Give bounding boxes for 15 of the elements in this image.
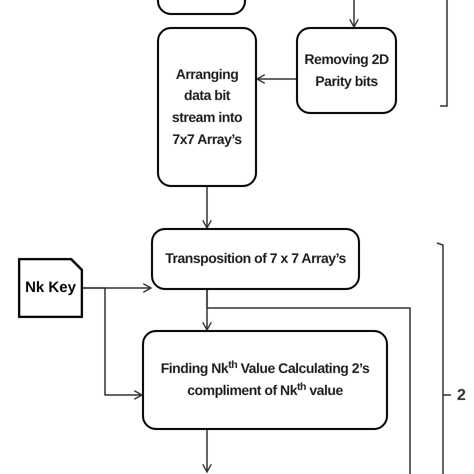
process-box <box>157 27 257 187</box>
arrow <box>202 430 212 473</box>
process-box <box>142 330 388 430</box>
box-label: Removing 2D Parity bits <box>303 50 390 91</box>
bracket-label: 2 <box>457 386 466 406</box>
box-label: Arranging data bit stream into 7x7 Array’s <box>170 64 244 149</box>
box-label: Finding Nk$^{th}$ Value Calculating 2’s compliment of Nk$^{th}$ value <box>160 358 370 400</box>
process-box <box>296 27 397 114</box>
box-label: Transposition of 7 x 7 Array’s <box>165 249 346 268</box>
arrow <box>202 187 212 229</box>
key-label: Nk Key <box>25 278 76 298</box>
arrow <box>83 287 143 400</box>
arrow <box>348 0 360 28</box>
arrow <box>256 74 296 84</box>
process-box <box>151 228 360 290</box>
